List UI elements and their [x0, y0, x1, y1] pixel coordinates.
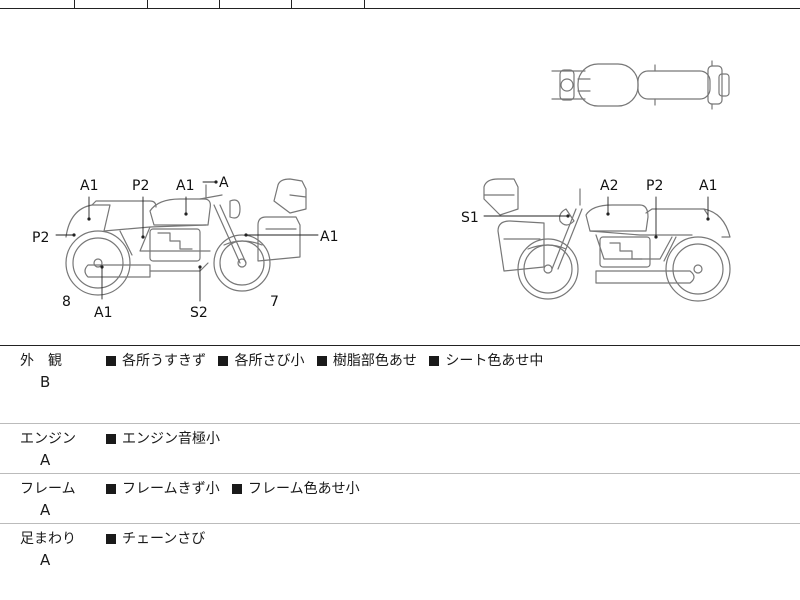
- condition-category: フレーム: [20, 481, 76, 497]
- condition-row-exterior: 外 観 B 各所うすきず 各所さび小 樹脂部色あせ シート色あせ中: [0, 346, 800, 424]
- motorcycle-left-side-view: [65, 178, 307, 296]
- bullet-square-icon: [429, 356, 440, 366]
- label-a1-rear: A1: [80, 178, 98, 194]
- label-s1: S1: [461, 210, 479, 226]
- bullet-square-icon: [106, 356, 116, 366]
- label-p2-rear: P2: [32, 230, 49, 246]
- condition-row-suspension: 足まわり A チェーンさび: [0, 524, 800, 600]
- label-num-8: 8: [62, 294, 71, 310]
- bullet-square-icon: [106, 484, 116, 494]
- bullet-square-icon: [106, 534, 116, 544]
- top-cell: [292, 0, 365, 9]
- top-cell: [148, 0, 220, 9]
- label-num-7: 7: [270, 294, 279, 310]
- bullet-square-icon: [316, 356, 327, 366]
- motorcycle-top-view: [551, 60, 730, 110]
- top-table-strip: [0, 0, 800, 9]
- condition-item: フレーム色あせ小: [248, 481, 360, 497]
- condition-category: 足まわり: [20, 531, 76, 547]
- damage-diagram-panel: A1 P2 A1 A P2 A1 8 A1 S2 7 S1 A2 P2 A1: [0, 9, 800, 346]
- condition-items: エンジン音極小: [106, 428, 228, 448]
- condition-item: 樹脂部色あせ: [332, 353, 417, 369]
- label-a1-pipe: A1: [94, 305, 112, 321]
- motorcycle-right-side-view: [483, 178, 731, 302]
- condition-row-engine: エンジン A エンジン音極小: [0, 424, 800, 474]
- condition-item: エンジン音極小: [122, 431, 220, 447]
- label-p2-tank: P2: [132, 178, 149, 194]
- condition-grade: A: [40, 551, 51, 569]
- condition-items: チェーンさび: [106, 528, 213, 548]
- top-cell: [75, 0, 148, 9]
- condition-item: 各所うすきず: [122, 353, 206, 369]
- condition-items: フレームきず小 フレーム色あせ小: [106, 478, 368, 498]
- condition-row-frame: フレーム A フレームきず小 フレーム色あせ小: [0, 474, 800, 524]
- condition-items: 各所うすきず 各所さび小 樹脂部色あせ シート色あせ中: [106, 350, 551, 370]
- condition-category: エンジン: [20, 431, 76, 447]
- motorcycle-diagram: A1 P2 A1 A P2 A1 8 A1 S2 7 S1 A2 P2 A1: [32, 60, 731, 321]
- condition-item: 各所さび小: [234, 353, 305, 369]
- label-a2: A2: [600, 178, 618, 194]
- label-a1: A1: [699, 178, 717, 194]
- label-a1-tank: A1: [176, 178, 194, 194]
- condition-item: チェーンさび: [122, 531, 206, 547]
- condition-grade: A: [40, 501, 51, 519]
- label-s2: S2: [190, 305, 208, 321]
- label-a-mirror: A: [219, 175, 229, 191]
- label-p2: P2: [646, 178, 663, 194]
- condition-item: フレームきず小: [122, 481, 220, 497]
- top-cell: [0, 0, 75, 9]
- bullet-square-icon: [106, 434, 116, 444]
- condition-category: 外 観: [20, 353, 62, 369]
- condition-grade: B: [40, 373, 51, 391]
- leader-lines: [55, 181, 709, 302]
- label-a1-side: A1: [320, 229, 338, 245]
- top-cell: [220, 0, 292, 9]
- condition-item: シート色あせ中: [445, 353, 544, 369]
- condition-grade: A: [40, 451, 51, 469]
- bullet-square-icon: [232, 484, 243, 494]
- bullet-square-icon: [218, 356, 229, 366]
